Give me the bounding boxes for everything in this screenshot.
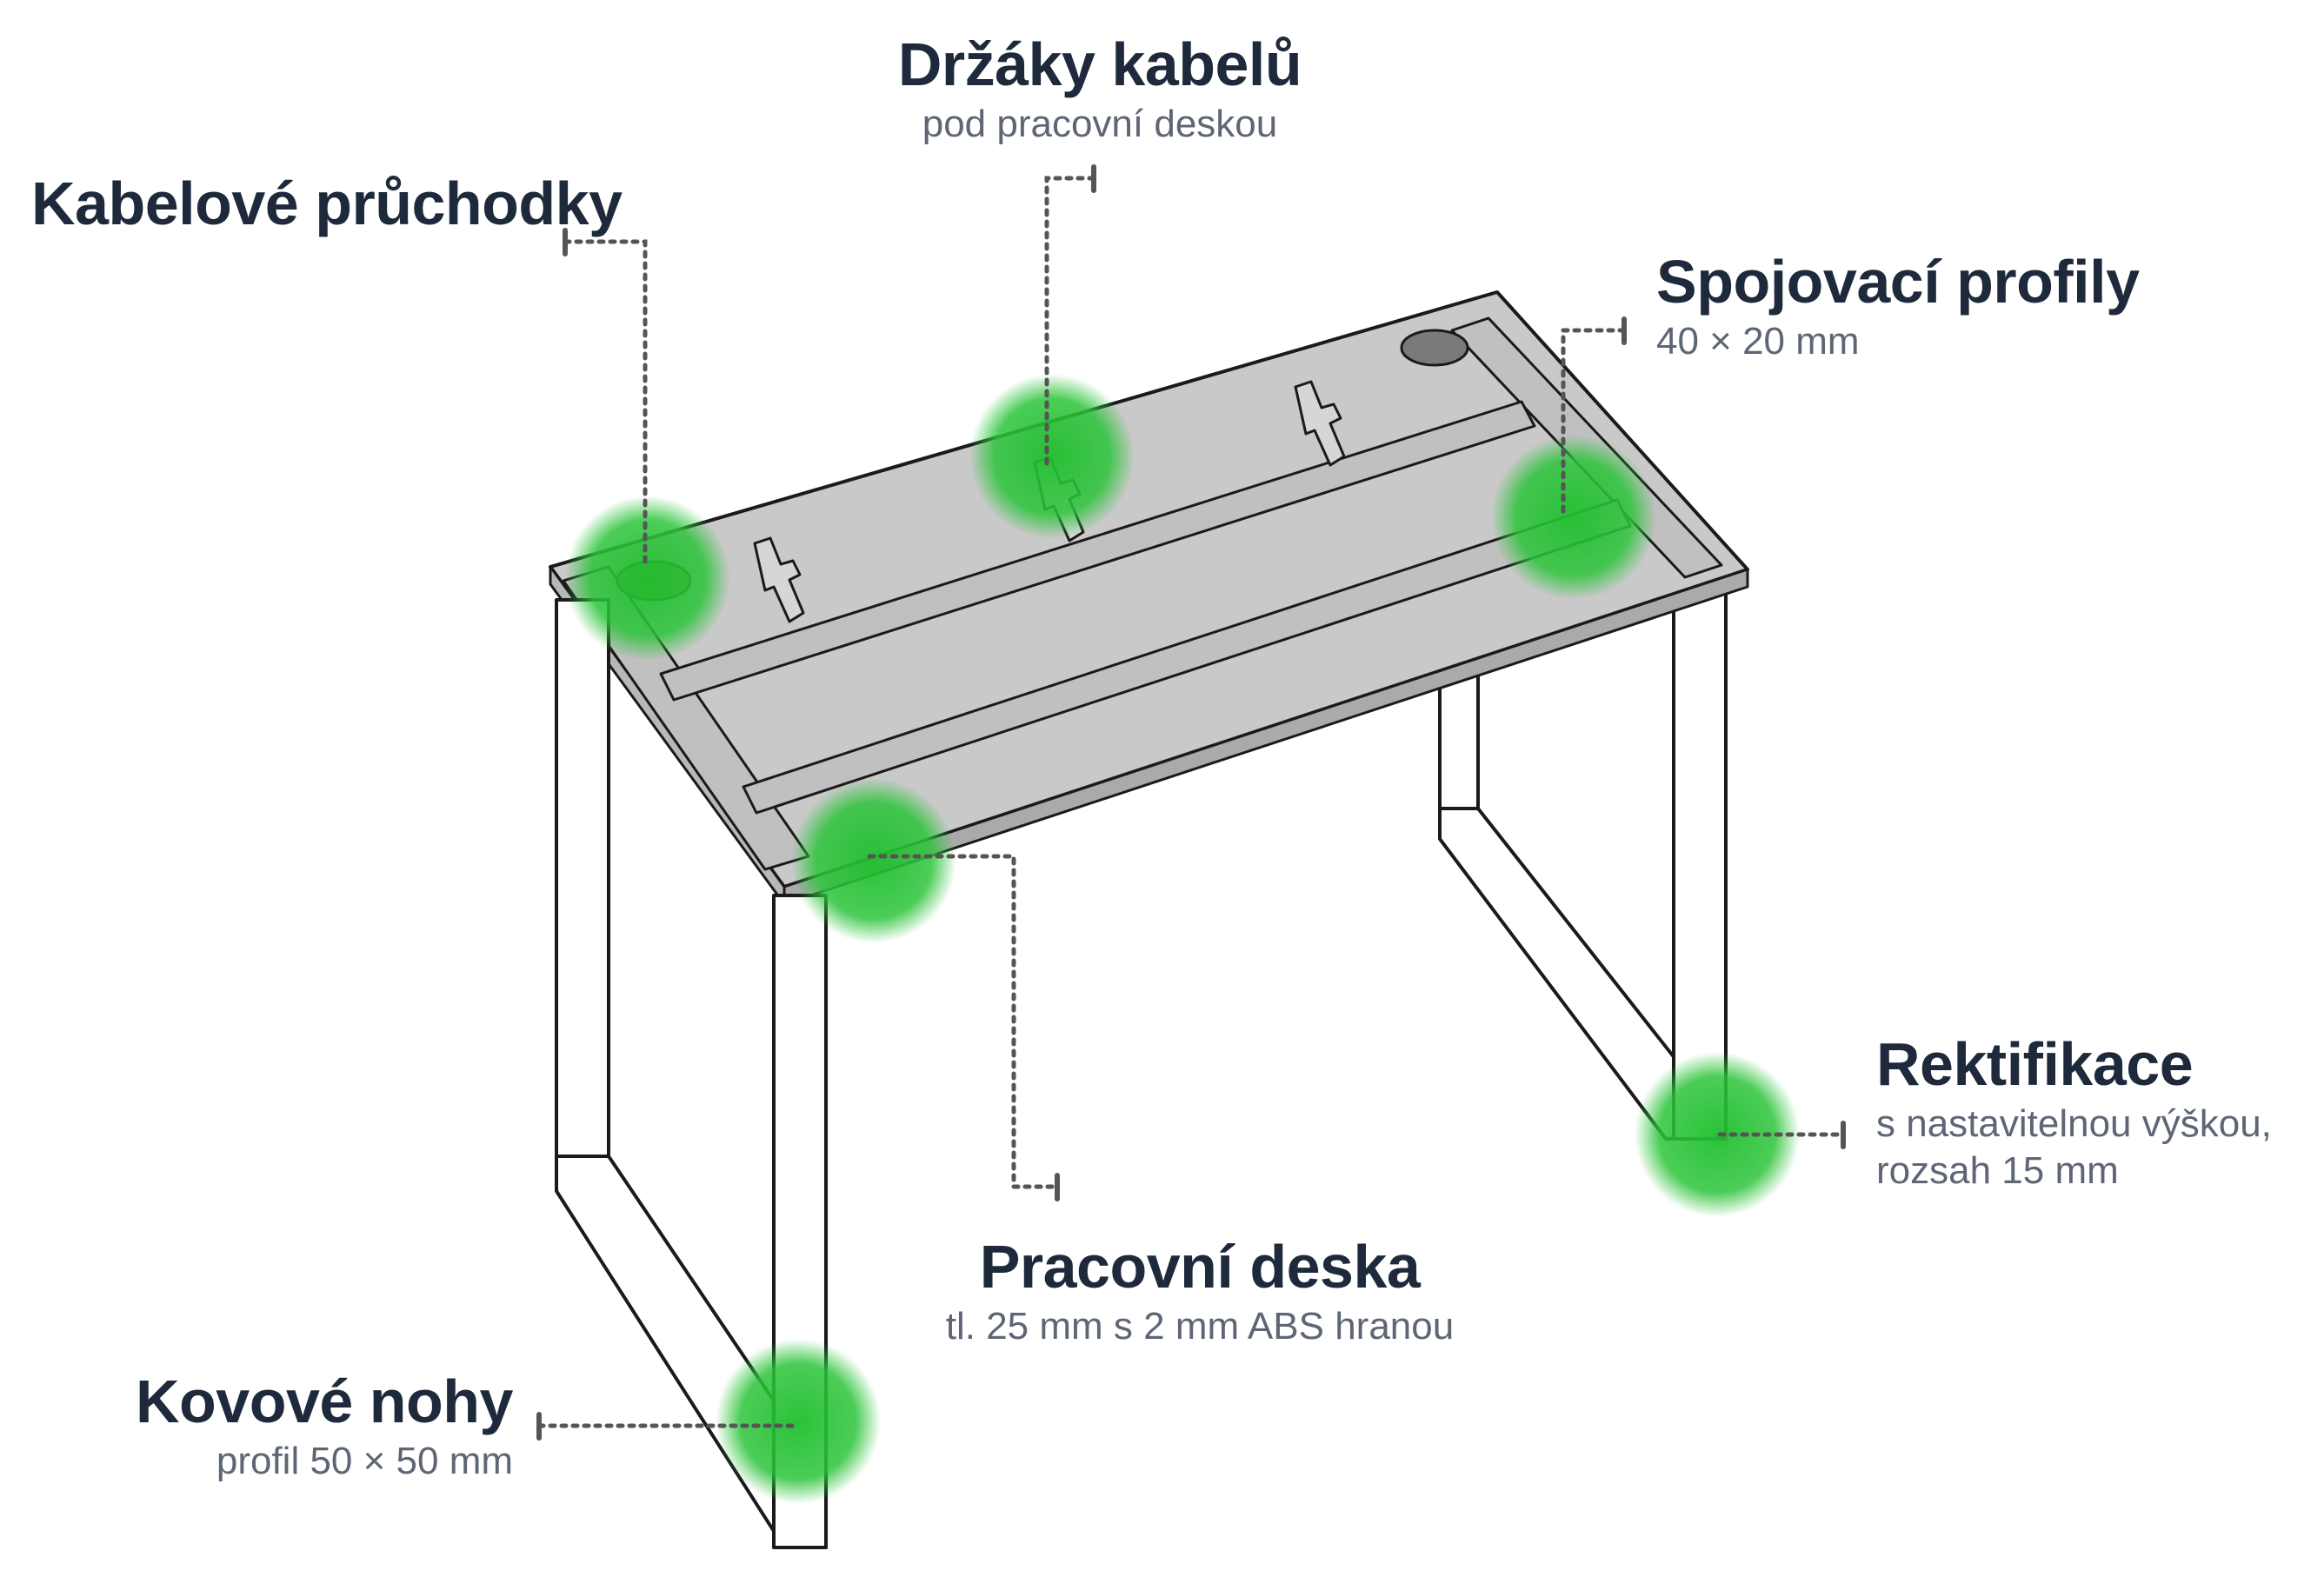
back-right-leg <box>1438 563 1728 1141</box>
callout-cable-holders: Držáky kabelů pod pracovní deskou <box>856 28 1343 148</box>
leader-lines <box>536 176 1846 1428</box>
highlight-leg <box>716 1339 881 1504</box>
callout-title: Kovové nohy <box>135 1368 514 1435</box>
callout-title: Spojovací profily <box>1656 248 2140 316</box>
callout-title: Držáky kabelů <box>897 30 1302 98</box>
callout-leveling: Rektifikace s nastavitelnou výškou, rozs… <box>1876 1028 2272 1195</box>
callout-subtitle-line1: s nastavitelnou výškou, <box>1876 1102 2272 1145</box>
highlight-leveling <box>1635 1052 1800 1217</box>
highlight-worktop <box>791 778 956 943</box>
highlights <box>565 374 1800 1504</box>
highlight-cable-holder <box>969 374 1135 539</box>
grommet-right <box>1400 329 1469 367</box>
callout-subtitle: pod pracovní deskou <box>922 103 1278 145</box>
callout-subtitle: profil 50 × 50 mm <box>216 1440 513 1482</box>
callout-title: Rektifikace <box>1876 1030 2194 1098</box>
leader-ticks <box>536 164 1846 1441</box>
callout-title: Pracovní deska <box>979 1233 1421 1301</box>
callout-subtitle-line2: rozsah 15 mm <box>1876 1149 2119 1192</box>
highlight-profile <box>1491 435 1656 600</box>
callout-subtitle: tl. 25 mm s 2 mm ABS hranou <box>945 1305 1455 1348</box>
callout-metal-legs: Kovové nohy profil 50 × 50 mm <box>87 1365 514 1485</box>
callout-subtitle: 40 × 20 mm <box>1656 320 1860 363</box>
callout-title: Kabelové průchodky <box>31 170 623 237</box>
callout-cable-grommets: Kabelové průchodky <box>31 167 623 240</box>
highlight-grommet <box>565 496 730 661</box>
callout-connecting-profiles: Spojovací profily 40 × 20 mm <box>1656 245 2140 365</box>
callout-worktop: Pracovní deska tl. 25 mm s 2 mm ABS hran… <box>887 1230 1513 1350</box>
